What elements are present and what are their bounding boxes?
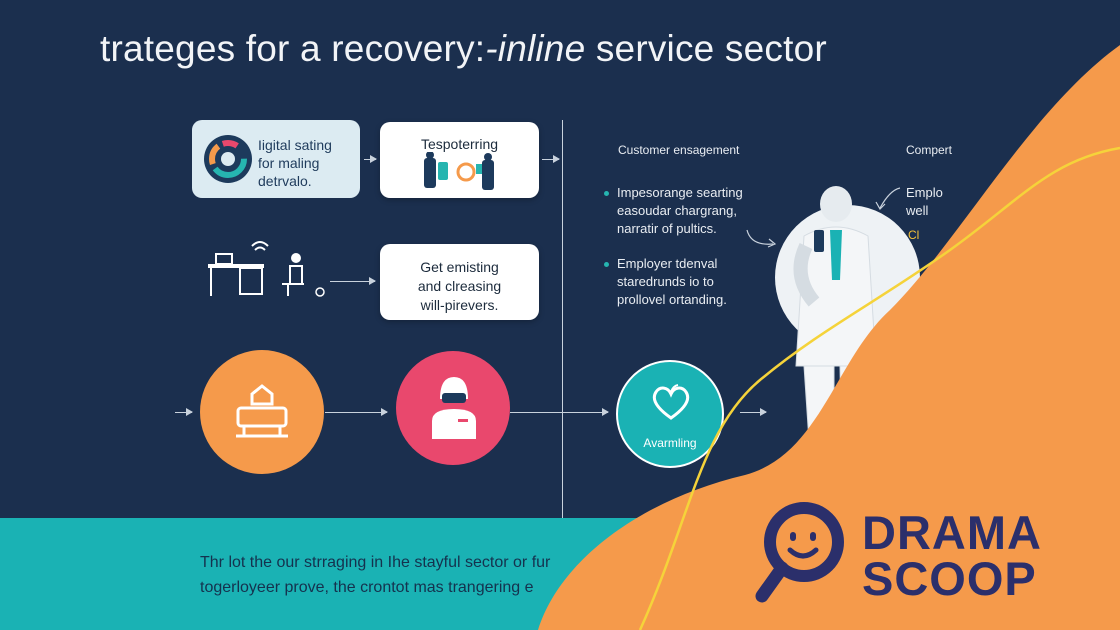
customer-bullet-2: Employer tdenval staredrunds io to proll… [604, 255, 727, 309]
people-exchange-icon [424, 152, 494, 190]
box3-text: Get emisting and clreasing will-pirevers… [380, 258, 539, 315]
person-icon [432, 377, 476, 439]
box1-text: Iigital sating for maling detrvalo. [258, 136, 332, 190]
title-italic: -inline [485, 28, 586, 69]
arrow-desk-box3 [330, 277, 376, 285]
customer-heading: Customer ensagement [618, 143, 740, 157]
teal-circle: Avarmling [616, 360, 724, 468]
bullet1-line1: Impesorange searting [617, 185, 743, 200]
box1-line3: detrvalo. [258, 173, 312, 189]
bullet1-line2: easoudar chargrang, [617, 203, 737, 218]
orange-circle [200, 350, 324, 474]
bullet1-line3: narratir of pultics. [617, 221, 717, 236]
customer-bullet-1: Impesorange searting easoudar chargrang,… [604, 184, 743, 238]
bullet2-line2: staredrunds io to [617, 274, 714, 289]
logo-line2: SCOOP [862, 552, 1037, 605]
right-lines: Emplo well [906, 184, 943, 220]
digital-rating-box: Iigital sating for maling detrvalo. [192, 120, 360, 198]
bottom-caption: Thr lot the our strraging in Ihe stayful… [200, 550, 550, 600]
get-emisting-box: Get emisting and clreasing will-pirevers… [380, 244, 539, 320]
arrow-box2-divider [542, 155, 560, 163]
arrow-box1-box2 [364, 155, 377, 163]
arrow-circle3-out [740, 408, 767, 416]
box2-label: Tespoterring [420, 136, 499, 152]
gauge-icon [204, 135, 252, 183]
box1-line2: for maling [258, 155, 320, 171]
pointer-arrow [875, 187, 901, 210]
pink-circle [396, 351, 510, 465]
curved-arrow [746, 229, 777, 248]
title-main: trateges for a recovery: [100, 28, 486, 69]
arrow-start [175, 408, 193, 416]
box3-line3: will-pirevers. [420, 297, 499, 313]
service-desk-icon [236, 384, 288, 438]
desk-worker-icon [208, 241, 325, 297]
bottom-line2: togerloyeer prove, the crontot mas trang… [200, 579, 534, 596]
bullet2-line3: prollovel ortanding. [617, 292, 727, 307]
bullet2-line1: Employer tdenval [617, 256, 718, 271]
arrow-circle2-circle3 [510, 408, 609, 416]
box3-line2: and clreasing [417, 278, 502, 294]
heart-icon [652, 384, 690, 420]
logo-text: DRAMA SCOOP [862, 506, 1042, 605]
right-highlight: Cl [908, 228, 920, 242]
responding-box: Tespoterring [380, 122, 539, 198]
right-heading: Compert [906, 143, 953, 157]
arrow-circle1-circle2 [325, 408, 388, 416]
title-end: service sector [585, 28, 827, 69]
right-line2: well [906, 203, 929, 218]
heart-label: Avarmling [643, 436, 697, 450]
right-line1: Emplo [906, 185, 943, 200]
page-title: trateges for a recovery:-inline service … [100, 28, 827, 70]
bottom-line1: Thr lot the our strraging in Ihe stayful… [200, 554, 551, 571]
magnifier-smiley-logo [755, 502, 844, 603]
divider-line [562, 120, 563, 520]
box3-line1: Get emisting [420, 259, 499, 275]
box1-line1: Iigital sating [258, 137, 332, 153]
logo-line1: DRAMA [862, 506, 1042, 559]
